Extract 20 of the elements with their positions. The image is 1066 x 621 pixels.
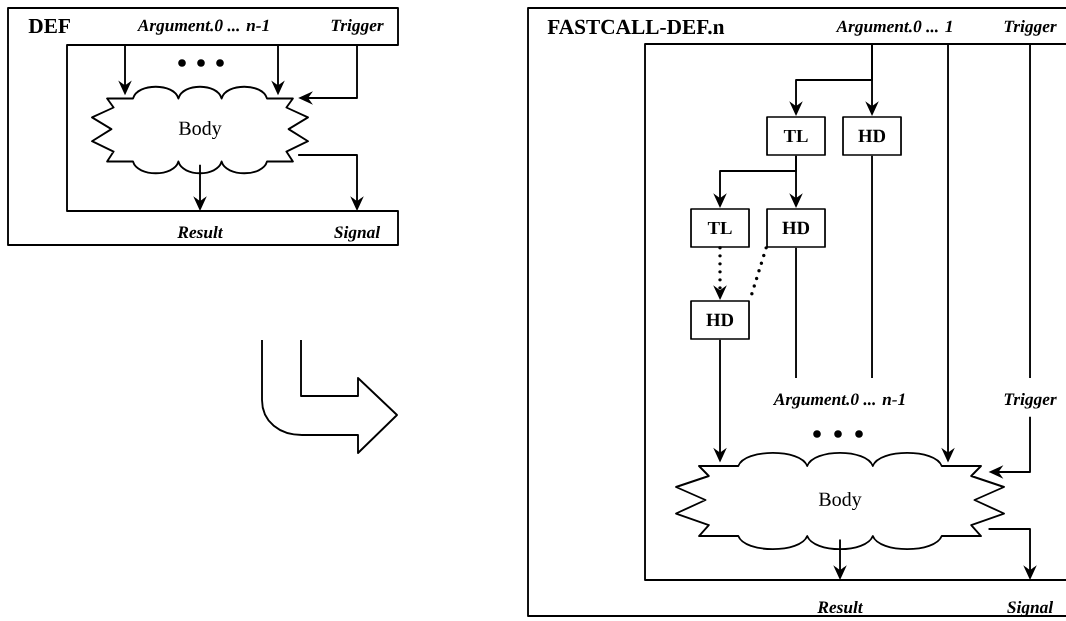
operation-box: TL bbox=[690, 208, 750, 248]
operation-box: HD bbox=[842, 116, 902, 156]
operation-box: TL bbox=[766, 116, 826, 156]
connector-line bbox=[795, 246, 797, 379]
port-label: Trigger bbox=[1004, 20, 1057, 36]
port-label: Trigger bbox=[1004, 392, 1057, 409]
port-label: Result bbox=[177, 225, 224, 239]
body-cloud: Body bbox=[675, 451, 1005, 551]
port-label: Argument.0 ... n-1 bbox=[772, 393, 905, 409]
operation-box: HD bbox=[690, 300, 750, 340]
connector-line bbox=[1029, 43, 1031, 379]
connector-line bbox=[871, 154, 873, 379]
port-label: Signal bbox=[1007, 600, 1054, 617]
port-label: Argument.0 ... n-1 bbox=[136, 19, 269, 35]
port-label: Argument.0 ... 1 bbox=[835, 20, 952, 36]
port-label: Trigger bbox=[331, 19, 384, 35]
port-label: Signal bbox=[334, 225, 381, 242]
port-label: Result bbox=[817, 600, 864, 614]
body-cloud: Body bbox=[91, 85, 309, 175]
operation-box: HD bbox=[766, 208, 826, 248]
